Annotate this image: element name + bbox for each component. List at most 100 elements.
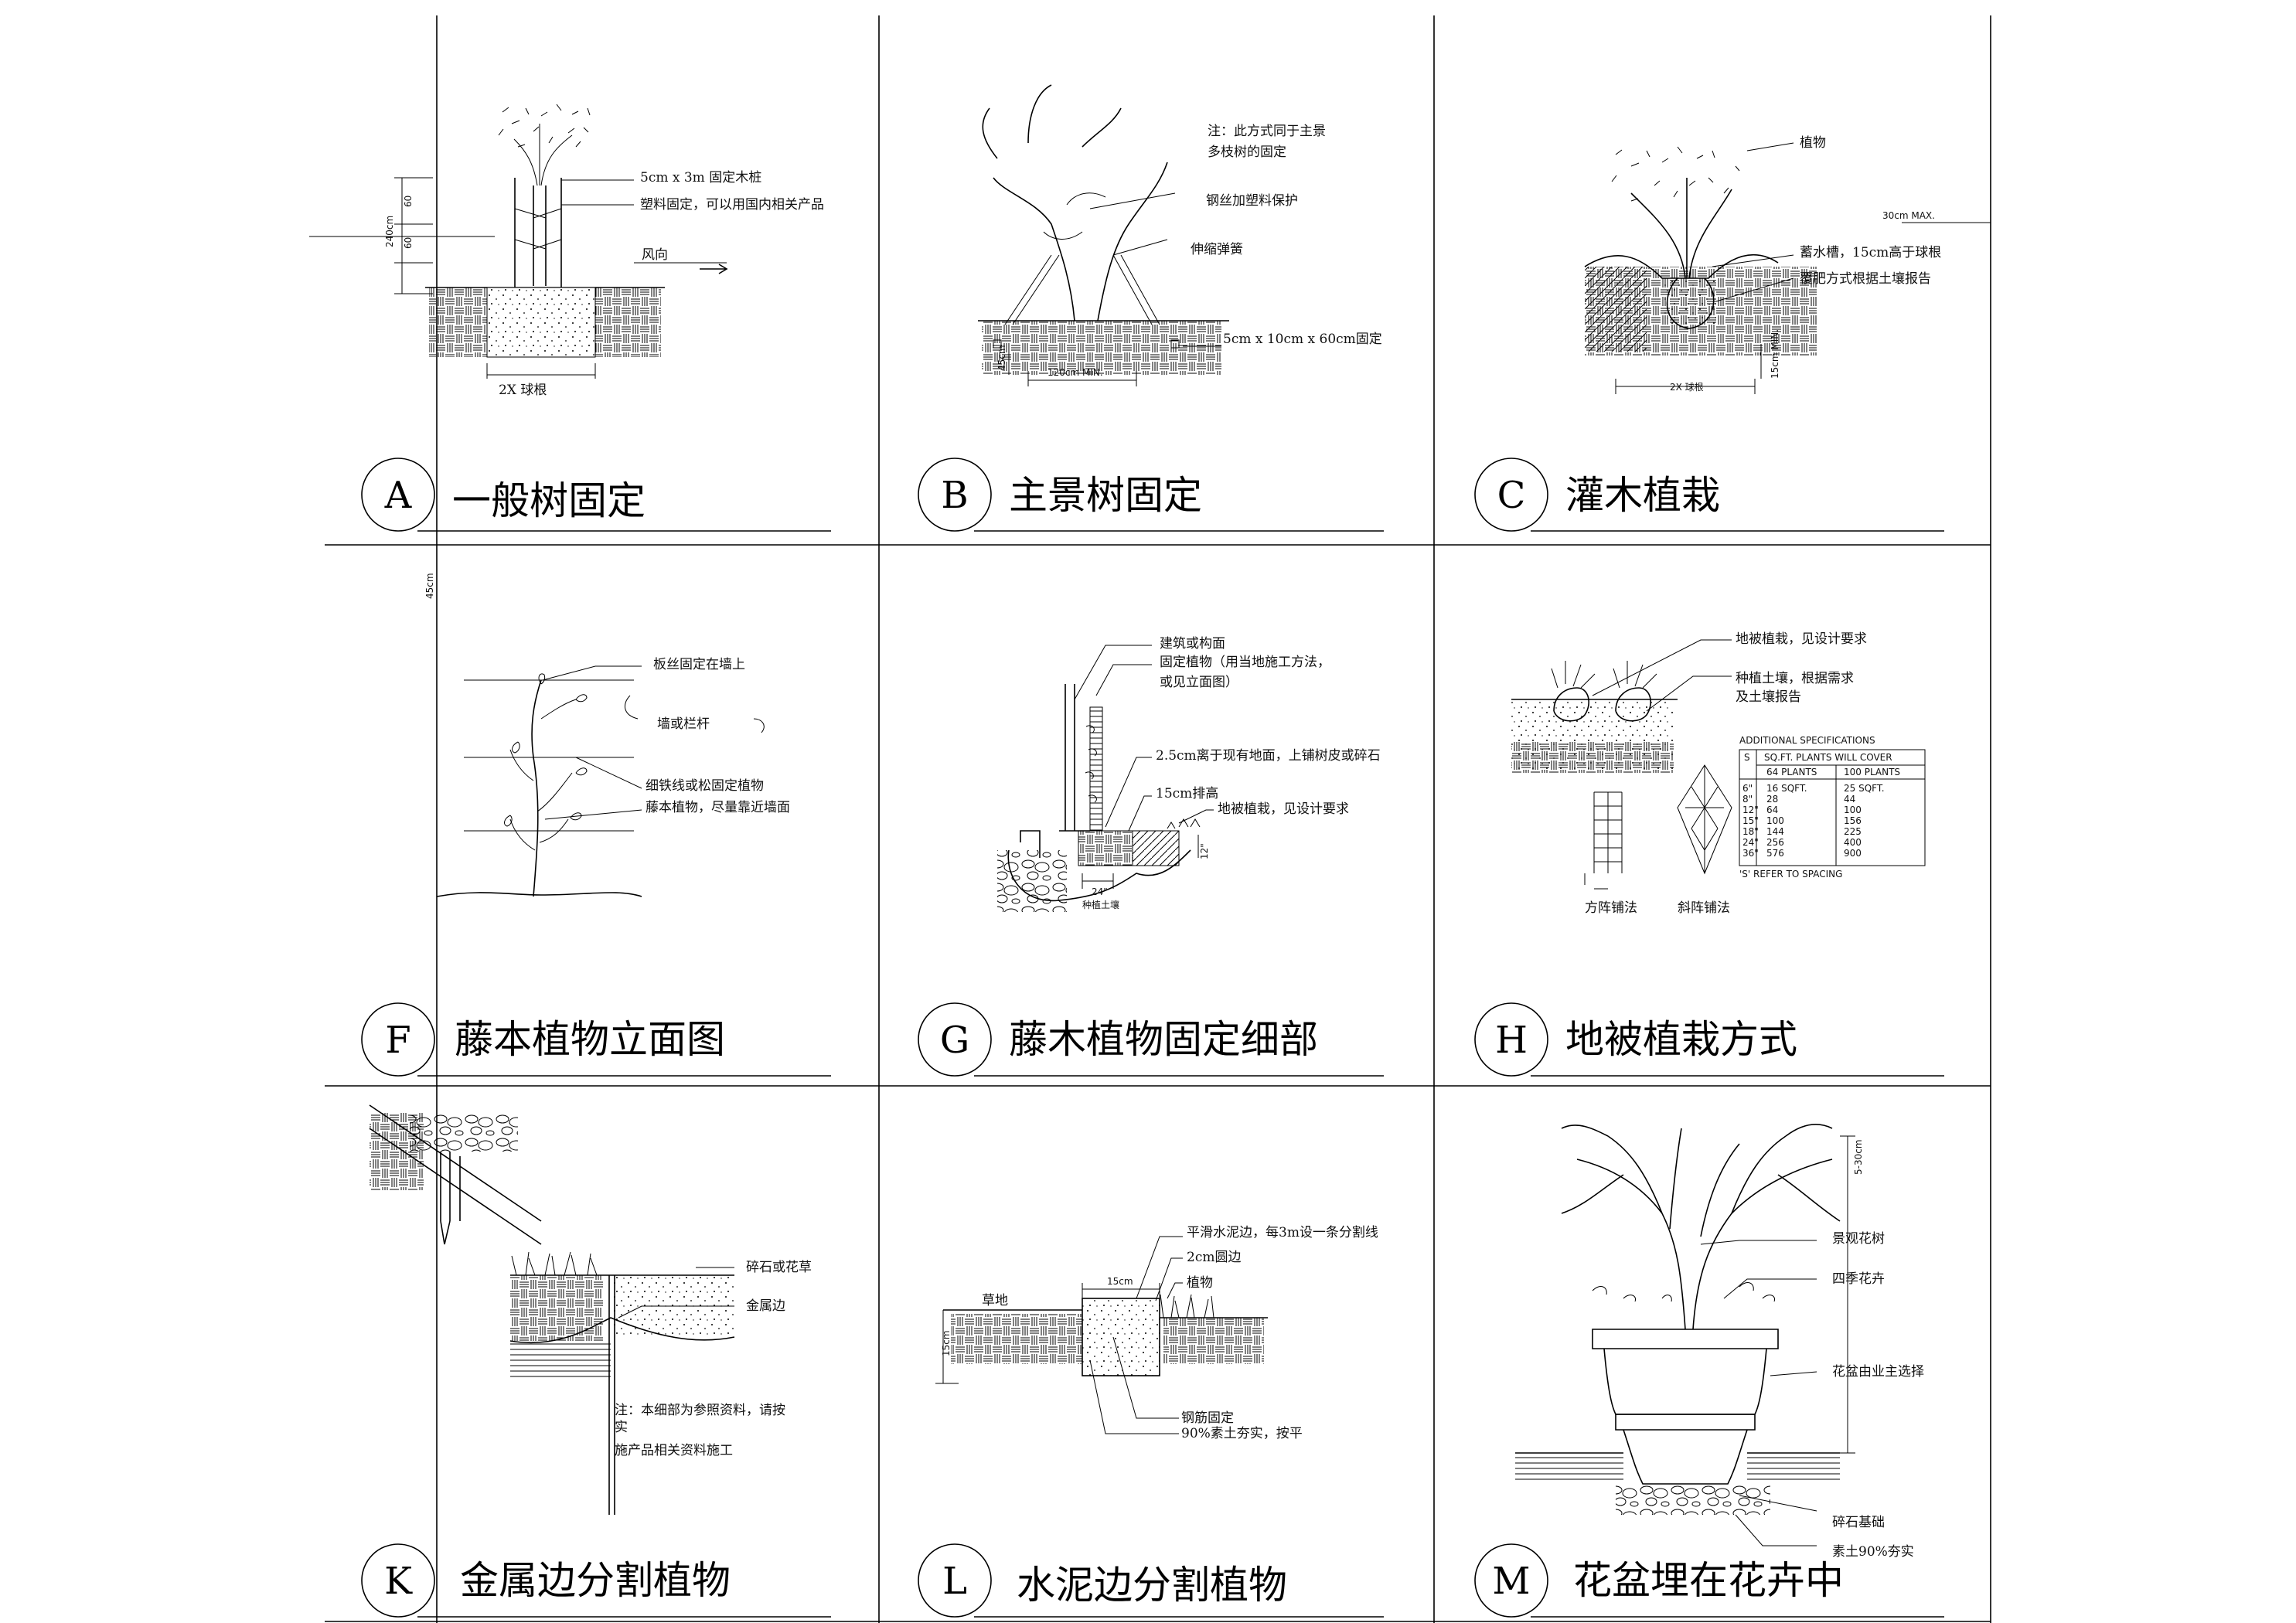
- title-k: K 金属边分割植物: [361, 1543, 831, 1618]
- panel-a-label-1: 塑料固定，可以用国内相关产品: [640, 197, 824, 213]
- sheet-grid: [309, 15, 1991, 1623]
- panel-m-label-0: 景观花树: [1832, 1231, 1885, 1247]
- spec-col-cover: SQ.FT. PLANTS WILL COVER: [1764, 752, 1892, 763]
- spec-cell: 18": [1742, 826, 1759, 837]
- panel-g-label-5: 地被植栽，见设计要求: [1218, 801, 1349, 817]
- panel-a-label-5: 60: [403, 196, 414, 207]
- panel-l-label-0: 平滑水泥边，每3m设一条分割线: [1187, 1225, 1378, 1240]
- panel-a-label-2: 风向: [642, 247, 668, 263]
- panel-m-label-4: 素土90%夯实: [1832, 1544, 1914, 1560]
- spec-cell: 576: [1766, 848, 1784, 859]
- panel-g-label-8: 12": [1199, 843, 1210, 859]
- panel-a-tree-staking-detail: [394, 104, 728, 379]
- panel-m-label-1: 四季花卉: [1832, 1271, 1885, 1287]
- panel-k-label-0: 碎石或花草: [746, 1260, 812, 1275]
- panel-b-title: 主景树固定: [1009, 473, 1202, 518]
- panel-l-label-1: 2cm圆边: [1187, 1250, 1241, 1265]
- panel-g-label-3: 2.5cm离于现有地面，上铺树皮或碎石: [1156, 748, 1381, 764]
- spec-cell: 44: [1844, 794, 1855, 805]
- panel-h-label-0: 地被植栽，见设计要求: [1736, 631, 1867, 647]
- panel-a-title: 一般树固定: [452, 478, 646, 523]
- panel-g-label-4: 15cm排高: [1156, 786, 1218, 801]
- title-b: B 主景树固定: [918, 458, 1384, 532]
- panel-g-letter: G: [940, 1019, 969, 1062]
- panel-a-label-7: 45cm: [424, 573, 435, 599]
- panel-b-label-1: 多枝树的固定: [1208, 145, 1286, 160]
- spec-cell: 15": [1742, 815, 1759, 826]
- panel-b-label-0: 注：此方式同于主景: [1208, 124, 1326, 139]
- panel-a-letter: A: [384, 474, 413, 517]
- panel-c-label-1: 蓄水槽，15cm高于球根: [1800, 245, 1941, 260]
- panel-k-label-3: 实: [615, 1420, 628, 1435]
- panel-g-title: 藤木植物固定细部: [1009, 1017, 1318, 1062]
- panel-c-label-5: 30cm MAX.: [1882, 210, 1935, 221]
- panel-c-shrub-planting: [1584, 142, 1817, 394]
- spec-cell: 156: [1844, 815, 1862, 826]
- panel-l-label-3: 草地: [982, 1293, 1008, 1308]
- panel-l-label-5: 钢筋固定: [1181, 1410, 1234, 1426]
- panel-g-label-0: 建筑或构面: [1160, 636, 1225, 652]
- spec-cell: 28: [1766, 794, 1778, 805]
- panel-l-label-6: 90%素土夯实，按平: [1181, 1426, 1303, 1441]
- panel-k-label-2: 注：本细部为参照资料，请按: [615, 1403, 785, 1418]
- panel-h-spec-table: ADDITIONAL SPECIFICATIONS S SQ.FT. PLANT…: [1739, 735, 1900, 880]
- title-g: G 藤木植物固定细部: [918, 1002, 1384, 1077]
- panel-g-label-2: 或见立面图）: [1160, 675, 1238, 690]
- spec-cell: 24": [1742, 837, 1759, 848]
- panel-g-label-7: 种植土壤: [1082, 899, 1119, 910]
- spec-heading: ADDITIONAL SPECIFICATIONS: [1739, 735, 1875, 746]
- panel-b-label-2: 钢丝加塑料保护: [1206, 193, 1298, 209]
- panel-f-title: 藤本植物立面图: [455, 1017, 725, 1062]
- spec-cell: 100: [1766, 815, 1784, 826]
- panel-b-label-4: 5cm x 10cm x 60cm固定: [1223, 332, 1382, 347]
- spec-cell: 400: [1844, 837, 1862, 848]
- spec-note: 'S' REFER TO SPACING: [1739, 869, 1842, 880]
- spec-col-100: 100 PLANTS: [1844, 767, 1900, 777]
- panel-f-letter: F: [385, 1019, 410, 1062]
- panel-k-title: 金属边分割植物: [460, 1558, 731, 1603]
- panel-h-letter: H: [1495, 1019, 1528, 1062]
- panel-m-label-2: 花盆由业主选择: [1832, 1364, 1924, 1380]
- panel-h-label-2: 及土壤报告: [1736, 689, 1801, 705]
- panel-f-label-0: 板丝固定在墙上: [653, 657, 745, 672]
- panel-a-label-6: 60: [403, 237, 414, 249]
- panel-l-label-7: 15cm: [1107, 1276, 1133, 1287]
- panel-m-label-5: 5-30cm: [1853, 1139, 1864, 1175]
- panel-a-label-4: 240cm: [384, 216, 395, 247]
- panel-c-label-3: 2X 球根: [1670, 382, 1704, 393]
- panel-b-label-6: 45cm: [996, 345, 1007, 371]
- panel-f-label-1: 墙或栏杆: [657, 716, 710, 732]
- panel-m-label-3: 碎石基础: [1832, 1515, 1885, 1530]
- panel-a-label-3: 2X 球根: [499, 383, 547, 398]
- panel-k-letter: K: [384, 1560, 413, 1603]
- panel-l-label-4: 15cm: [941, 1330, 952, 1356]
- panel-m-pot-in-bed: [1515, 1124, 1855, 1546]
- spec-cell: 64: [1766, 805, 1778, 815]
- panel-c-label-4: 15cm MIN.: [1770, 329, 1780, 379]
- panel-f-vine-elevation: [436, 665, 765, 897]
- panel-g-label-1: 固定植物（用当地施工方法，: [1160, 655, 1330, 670]
- panel-b-letter: B: [941, 474, 968, 517]
- spec-col-64: 64 PLANTS: [1766, 767, 1817, 777]
- panel-c-title: 灌木植栽: [1565, 473, 1720, 518]
- spec-cell: 256: [1766, 837, 1784, 848]
- panel-b-label-3: 伸缩弹簧: [1191, 242, 1243, 257]
- spec-cell: 12": [1742, 805, 1759, 815]
- title-f: F 藤本植物立面图: [361, 1002, 831, 1077]
- panel-m-title: 花盆埋在花卉中: [1573, 1558, 1844, 1603]
- panel-l-letter: L: [942, 1560, 967, 1603]
- panel-c-label-0: 植物: [1800, 135, 1826, 151]
- spec-col-s: S: [1744, 752, 1750, 763]
- spec-cell: 8": [1742, 794, 1753, 805]
- panel-h-label-3: 方阵铺法: [1585, 900, 1637, 916]
- title-h: H 地被植栽方式: [1474, 1002, 1944, 1077]
- panel-c-label-2: 覆肥方式根据土壤报告: [1800, 270, 1931, 287]
- panel-k-label-4: 施产品相关资料施工: [615, 1443, 733, 1458]
- panel-g-label-6: 24": [1092, 886, 1108, 897]
- title-a: A 一般树固定: [361, 458, 831, 532]
- panel-l-title: 水泥边分割植物: [1017, 1563, 1287, 1608]
- spec-cell: 25 SQFT.: [1844, 783, 1885, 794]
- panel-a-label-0: 5cm x 3m 固定木桩: [640, 170, 761, 185]
